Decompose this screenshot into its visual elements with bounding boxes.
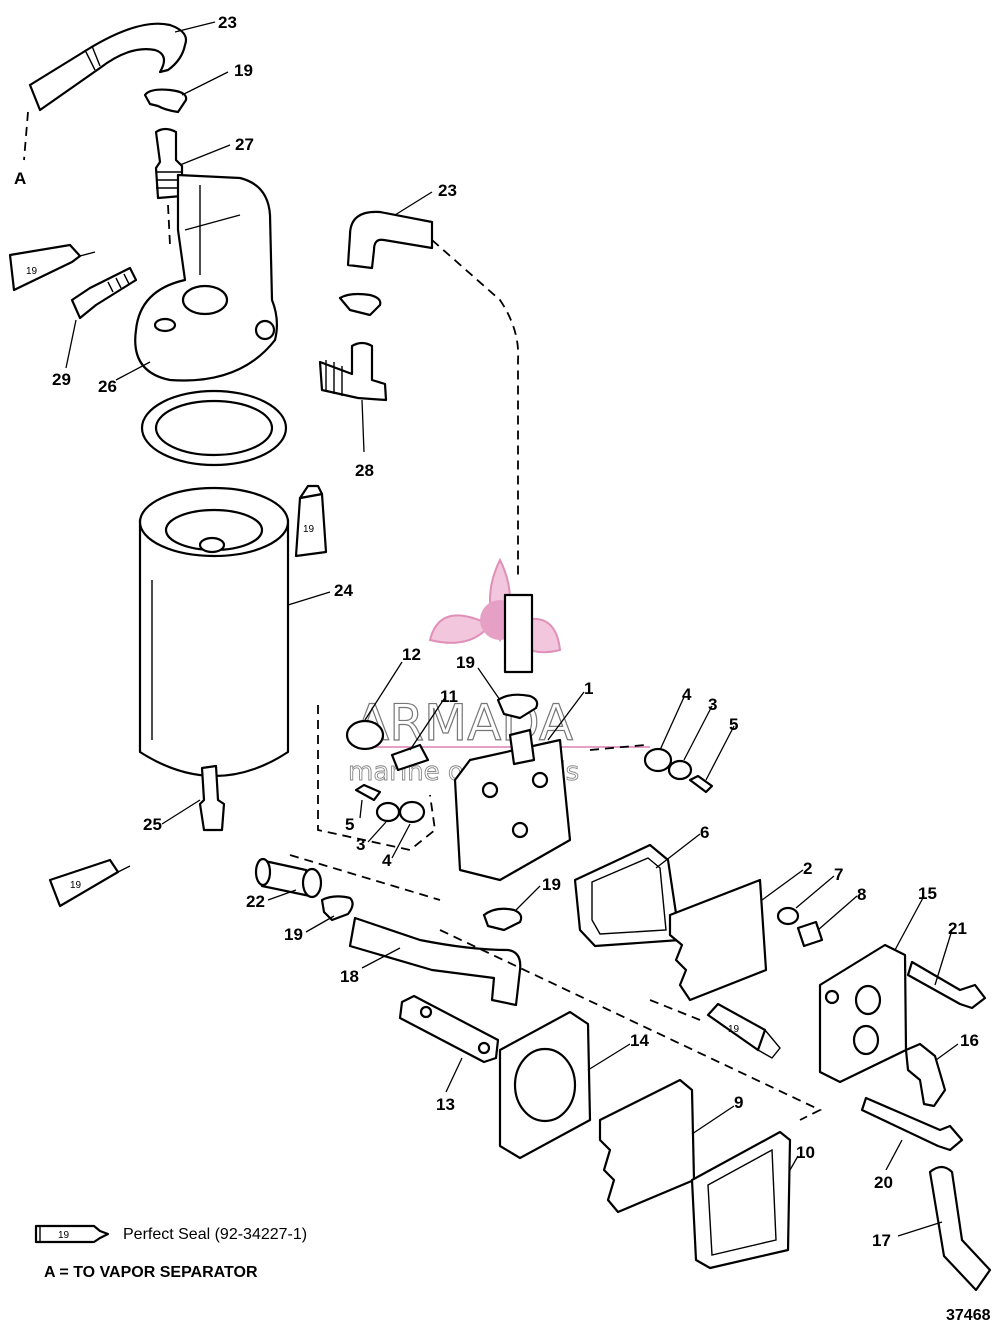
callout-23-middle: 23 [438, 181, 457, 200]
check-valve-22 [254, 857, 323, 899]
bolt-20 [860, 1096, 964, 1152]
sealant-tube-19-upper-left [8, 243, 96, 292]
callout-29: 29 [52, 370, 71, 389]
callout-16: 16 [960, 1031, 979, 1050]
hose-23-middle [346, 210, 434, 270]
callout-4-left: 4 [382, 851, 392, 870]
callout-22: 22 [246, 892, 265, 911]
assembly-line-lower [289, 854, 823, 1121]
washer-3-left [375, 801, 401, 823]
fuel-filter-24 [138, 486, 290, 777]
reference-letter-a: A [14, 169, 26, 188]
callout-5-right: 5 [729, 715, 738, 734]
callout-17: 17 [872, 1231, 891, 1250]
callout-19-pump-top: 19 [456, 653, 475, 672]
tube-label-3: 19 [70, 880, 82, 891]
tube-label-2: 19 [303, 524, 315, 535]
washer-7 [776, 906, 800, 926]
fitting-27 [154, 127, 184, 200]
screen-4-left [398, 800, 426, 824]
callout-19-top: 19 [234, 61, 253, 80]
callout-25: 25 [143, 815, 162, 834]
hose-clip-middle [338, 292, 382, 317]
legend-perfect-seal: Perfect Seal (92-34227-1) [123, 1226, 308, 1243]
fuel-pump-body-1 [453, 728, 572, 882]
clip-19-left [320, 895, 354, 922]
callout-13: 13 [436, 1095, 455, 1114]
gasket-10 [690, 1130, 792, 1270]
screen-4-right [643, 747, 673, 773]
hose-clip-19-top [143, 88, 188, 114]
callout-11: 11 [440, 687, 458, 706]
callout-20: 20 [874, 1173, 893, 1192]
sealant-tube-19-right [706, 1002, 781, 1059]
callout-3-right: 3 [708, 695, 717, 714]
gasket-9 [598, 1078, 696, 1214]
filter-head-26 [134, 173, 279, 382]
clip-19-lower [482, 907, 523, 932]
callout-19-pump-bottom: 19 [542, 875, 561, 894]
line-to-vapor-separator [23, 111, 29, 161]
callout-21: 21 [948, 919, 967, 938]
hose-23-top [28, 22, 188, 112]
hose-route-dashed [431, 239, 520, 580]
tube-label-1: 19 [26, 266, 38, 277]
callout-15: 15 [918, 884, 937, 903]
assembly-line-right [649, 999, 701, 1021]
washer-3-right [667, 759, 693, 781]
legend-sealant-tube-icon [34, 1224, 110, 1244]
callout-28: 28 [355, 461, 374, 480]
callout-19-left: 19 [284, 925, 303, 944]
o-ring-12 [345, 719, 385, 751]
tube-label-4: 19 [728, 1024, 740, 1035]
callout-7: 7 [834, 865, 843, 884]
callout-5-left: 5 [345, 815, 354, 834]
filter-seal-ring [140, 389, 288, 467]
callout-3-left: 3 [356, 835, 365, 854]
bracket-13 [398, 994, 500, 1064]
leader-lines [65, 21, 959, 1237]
bolt-29 [70, 266, 138, 320]
callout-10: 10 [796, 1143, 815, 1162]
spring-8 [796, 920, 824, 948]
sealant-tube-19-lower-left [48, 858, 131, 908]
callout-12: 12 [402, 645, 421, 664]
bolt-21 [906, 960, 987, 1010]
callout-9: 9 [734, 1093, 743, 1112]
callout-8: 8 [857, 885, 866, 904]
callout-18: 18 [340, 967, 359, 986]
fitting-16 [904, 1042, 947, 1108]
callout-1: 1 [584, 679, 593, 698]
callout-27: 27 [235, 135, 254, 154]
figure-number: 37468 [946, 1307, 991, 1324]
callout-2: 2 [803, 859, 812, 878]
note-vapor-separator: A = TO VAPOR SEPARATOR [44, 1264, 258, 1281]
fitting-27-axis [167, 204, 171, 246]
diaphragm-2 [668, 878, 768, 1002]
callout-4-right: 4 [682, 685, 692, 704]
callout-6: 6 [700, 823, 709, 842]
hose-18 [348, 916, 522, 1007]
screw-5-left [354, 783, 382, 802]
gasket-6 [573, 843, 682, 948]
callout-14: 14 [630, 1031, 649, 1050]
drain-plug-25 [198, 764, 226, 832]
pump-cover-15 [818, 943, 908, 1084]
group-bracket-right [589, 744, 646, 751]
callout-24: 24 [334, 581, 353, 600]
legend-tube-number: 19 [58, 1230, 70, 1241]
callout-23-top: 23 [218, 13, 237, 32]
callout-numbers: 23 19 27 23 29 26 28 24 25 12 11 19 1 4 … [52, 13, 979, 1250]
pump-base-14 [498, 1010, 592, 1160]
screw-5-right [688, 774, 714, 794]
sealant-tube-19-mid [294, 484, 328, 558]
hose-17 [928, 1165, 992, 1292]
elbow-fitting-28 [318, 341, 388, 402]
group-bracket-left [317, 705, 436, 851]
clip-19-upper [496, 693, 539, 720]
callout-26: 26 [98, 377, 117, 396]
